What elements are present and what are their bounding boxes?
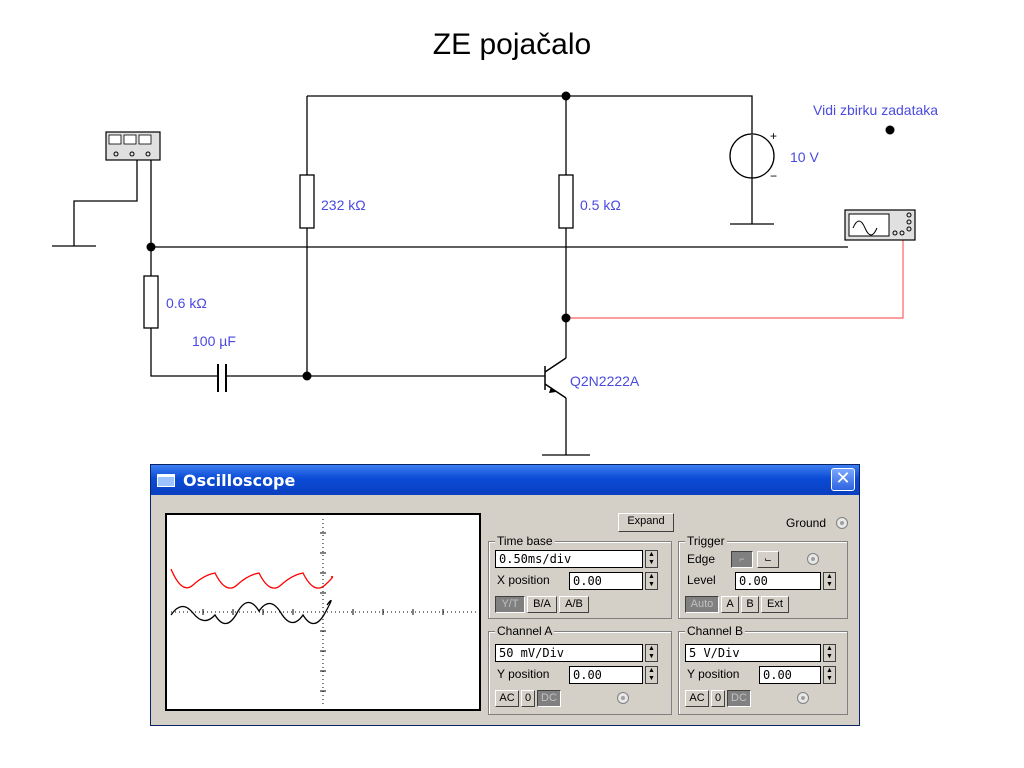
- trigger-label: Trigger: [685, 534, 727, 548]
- channel-a-ac-button[interactable]: AC: [495, 690, 519, 707]
- ground-terminal[interactable]: [836, 517, 848, 529]
- vsrc-label: 10 V: [790, 149, 819, 165]
- channel-b-scale-spinner[interactable]: ▲▼: [823, 644, 836, 662]
- r2-label: 0.5 kΩ: [580, 197, 621, 213]
- page-title: ZE pojačalo: [432, 28, 592, 61]
- channel-b-ypos-spinner[interactable]: ▲▼: [823, 666, 836, 684]
- channel-b-label: Channel B: [685, 624, 746, 638]
- edge-terminal[interactable]: [807, 553, 819, 565]
- ab-button[interactable]: A/B: [559, 596, 589, 613]
- falling-edge-icon[interactable]: ⌙: [757, 551, 779, 568]
- channel-a-scale-field[interactable]: 50 mV/Div: [495, 644, 643, 662]
- note-dot: [885, 125, 895, 135]
- yt-button[interactable]: Y/T: [495, 596, 525, 613]
- trigger-a-button[interactable]: A: [721, 596, 739, 613]
- level-field[interactable]: 0.00: [735, 572, 821, 590]
- channel-b-dc-button[interactable]: DC: [727, 690, 751, 707]
- expand-button[interactable]: Expand: [618, 513, 674, 532]
- trace-channel-a: [170, 599, 332, 625]
- channel-a-dc-button[interactable]: DC: [537, 690, 561, 707]
- channel-a-zero-button[interactable]: 0: [521, 690, 535, 707]
- transistor: [544, 357, 567, 399]
- channel-a-ypos-field[interactable]: 0.00: [569, 666, 643, 684]
- auto-button[interactable]: Auto: [685, 596, 719, 613]
- oscilloscope-window: Oscilloscope ✕: [150, 464, 860, 726]
- circuit-schematic: + − 232 kΩ 0.5 kΩ 0.6 kΩ 100: [52, 91, 938, 456]
- function-generator-icon: [105, 131, 161, 161]
- channel-a-group: Channel A 50 mV/Div ▲▼ Y position 0.00 ▲…: [488, 624, 672, 715]
- x-position-label: X position: [497, 573, 550, 587]
- plus-sign: +: [770, 129, 777, 143]
- trace-channel-b: [170, 568, 334, 589]
- note-text: Vidi zbirku zadataka: [813, 102, 938, 118]
- time-base-label: Time base: [495, 534, 555, 548]
- cap-label: 100 µF: [192, 333, 236, 349]
- channel-a-terminal[interactable]: [617, 692, 629, 704]
- resistor-0-5k: [558, 174, 574, 229]
- channel-b-ypos-field[interactable]: 0.00: [759, 666, 821, 684]
- time-base-field[interactable]: 0.50ms/div: [495, 550, 643, 568]
- trigger-b-button[interactable]: B: [741, 596, 759, 613]
- minus-sign: −: [770, 169, 777, 183]
- transistor-label: Q2N2222A: [570, 373, 640, 389]
- time-base-group: Time base 0.50ms/div ▲▼ X position 0.00 …: [488, 534, 672, 619]
- channel-b-ypos-label: Y position: [687, 667, 740, 681]
- channel-a-ypos-spinner[interactable]: ▲▼: [645, 666, 658, 684]
- oscilloscope-instrument-icon: [844, 209, 916, 241]
- trigger-group: Trigger Edge ⌐ ⌙ Level 0.00 ▲▼ Auto A B …: [678, 534, 848, 619]
- control-panel: Expand Ground Time base 0.50ms/div ▲▼ X …: [488, 503, 854, 719]
- channel-b-zero-button[interactable]: 0: [711, 690, 725, 707]
- close-button[interactable]: ✕: [831, 468, 855, 491]
- level-spinner[interactable]: ▲▼: [823, 572, 836, 590]
- resistor-232k: [299, 174, 315, 229]
- ground-label: Ground: [786, 516, 827, 530]
- window-title: Oscilloscope: [183, 470, 296, 490]
- waveform-plot: [170, 519, 477, 705]
- time-base-spinner[interactable]: ▲▼: [645, 550, 658, 568]
- scope-probe-wire: [566, 240, 904, 319]
- channel-b-scale-field[interactable]: 5 V/Div: [685, 644, 821, 662]
- channel-b-terminal[interactable]: [797, 692, 809, 704]
- channel-b-ac-button[interactable]: AC: [685, 690, 709, 707]
- r1-label: 232 kΩ: [321, 197, 366, 213]
- r3-label: 0.6 kΩ: [166, 295, 207, 311]
- ext-button[interactable]: Ext: [761, 596, 789, 613]
- level-label: Level: [687, 573, 716, 587]
- channel-b-group: Channel B 5 V/Div ▲▼ Y position 0.00 ▲▼ …: [678, 624, 848, 715]
- channel-a-scale-spinner[interactable]: ▲▼: [645, 644, 658, 662]
- rising-edge-icon[interactable]: ⌐: [731, 551, 753, 568]
- x-position-spinner[interactable]: ▲▼: [645, 572, 658, 590]
- channel-a-ypos-label: Y position: [497, 667, 550, 681]
- scope-display: [165, 513, 481, 711]
- edge-label: Edge: [687, 552, 716, 566]
- window-titlebar[interactable]: Oscilloscope ✕: [151, 465, 859, 495]
- channel-a-label: Channel A: [495, 624, 555, 638]
- ba-button[interactable]: B/A: [527, 596, 557, 613]
- resistor-0-6k: [143, 275, 159, 329]
- window-icon: [157, 473, 175, 487]
- capacitor: [217, 364, 227, 392]
- x-position-field[interactable]: 0.00: [569, 572, 643, 590]
